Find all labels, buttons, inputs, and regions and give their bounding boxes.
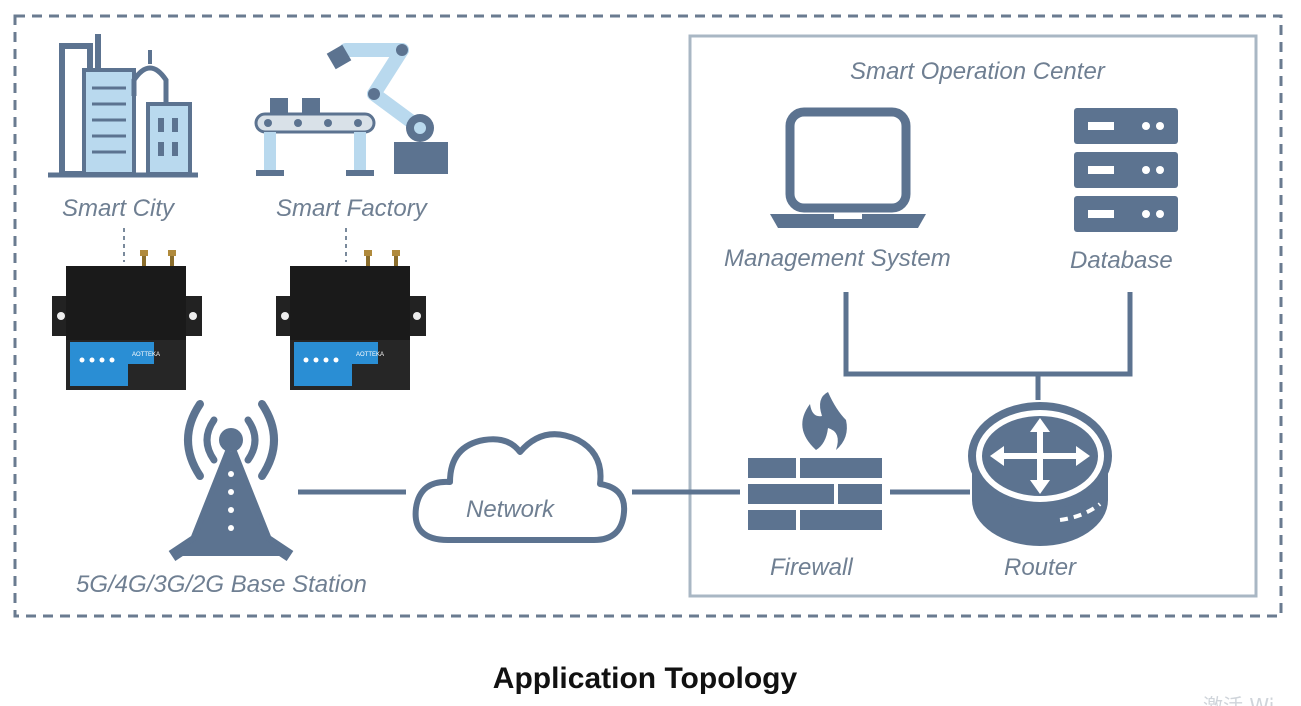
firewall-label: Firewall [770,554,853,581]
router-icon [968,402,1112,546]
firewall-icon [748,392,882,530]
smart-factory-icon [254,43,448,176]
management-system-label: Management System [724,245,951,272]
diagram-caption: Application Topology [492,662,798,695]
outer-dashed-frame [13,14,1283,618]
svg-text:AOTTEKA: AOTTEKA [356,352,384,358]
svg-text:AOTTEKA: AOTTEKA [132,352,160,358]
network-label: Network [466,496,556,523]
laptop-icon [770,107,926,228]
network-cloud-icon [412,431,628,543]
smart-city-label: Smart City [62,195,176,222]
smart-factory-label: Smart Factory [276,195,429,222]
iot-router-device-2: AOTTEKA [276,250,426,390]
smart-city-icon [48,34,198,178]
database-label: Database [1070,247,1173,274]
operation-center-frame [688,34,1258,598]
watermark-text: 激活 Wi [1203,694,1275,706]
database-server-icon [1074,108,1178,232]
link-center-bracket [843,292,1133,400]
base-station-label: 5G/4G/3G/2G Base Station [76,571,367,598]
iot-router-device-1: AOTTEKA [52,250,202,390]
router-label: Router [1004,554,1077,581]
base-station-icon [168,400,294,561]
operation-center-title: Smart Operation Center [850,58,1106,85]
